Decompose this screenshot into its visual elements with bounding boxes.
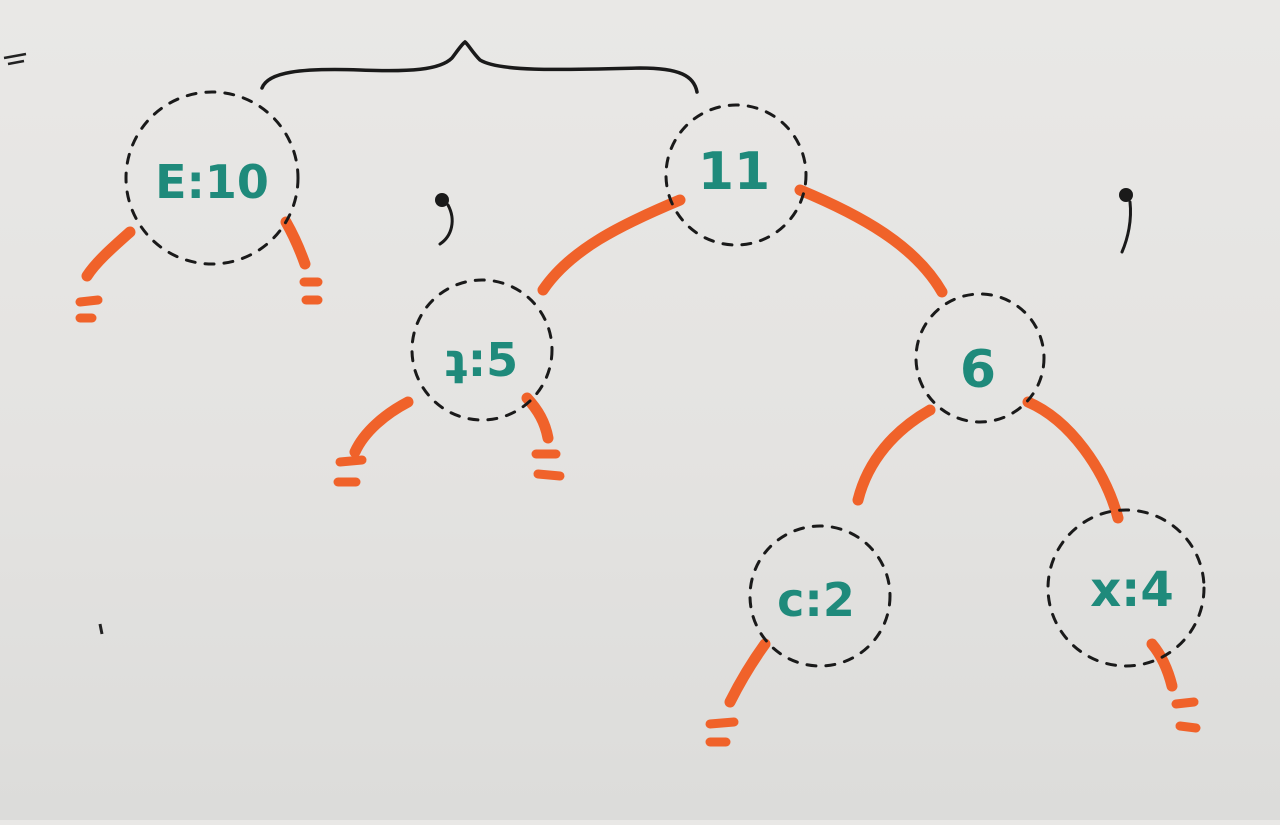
grouping-brace: [260, 39, 699, 94]
null-edge: [724, 638, 771, 708]
null-edge: [521, 392, 554, 444]
null-leaf-marker: [705, 717, 739, 747]
node-label-x4: x:4: [1090, 562, 1174, 618]
edge-6-to-c2: [852, 404, 936, 506]
null-leaf-marker: [75, 295, 103, 323]
null-edge: [81, 226, 136, 282]
null-leaf-marker: [1171, 697, 1201, 733]
null-leaf-marker: [333, 455, 367, 487]
separator-comma: [435, 193, 454, 246]
null-edge: [280, 216, 311, 270]
node-label-c2: c:2: [777, 573, 855, 627]
node-label-d5: ʇ:5: [446, 333, 518, 387]
node-circle-x4: [1046, 508, 1206, 668]
stray-mark: [98, 623, 104, 635]
null-edge: [349, 396, 414, 458]
null-leaf-marker: [531, 449, 565, 481]
null-edge: [1146, 638, 1178, 692]
node-circle-6: [914, 292, 1046, 424]
separator-comma: [1119, 188, 1133, 254]
node-circle-e10: [124, 90, 300, 266]
node-label-6: 6: [960, 340, 996, 400]
node-circle-c2: [748, 524, 892, 668]
edge-6-to-x4: [1022, 396, 1124, 524]
edge-11-to-d5: [537, 194, 686, 296]
node-label-e10: E:10: [155, 155, 269, 209]
stray-mark: [3, 52, 27, 66]
node-circle-11: [664, 103, 808, 247]
null-leaf-marker: [299, 277, 323, 305]
edge-11-to-6: [794, 184, 948, 298]
node-label-11: 11: [698, 142, 770, 202]
node-circle-d5: [410, 278, 554, 422]
